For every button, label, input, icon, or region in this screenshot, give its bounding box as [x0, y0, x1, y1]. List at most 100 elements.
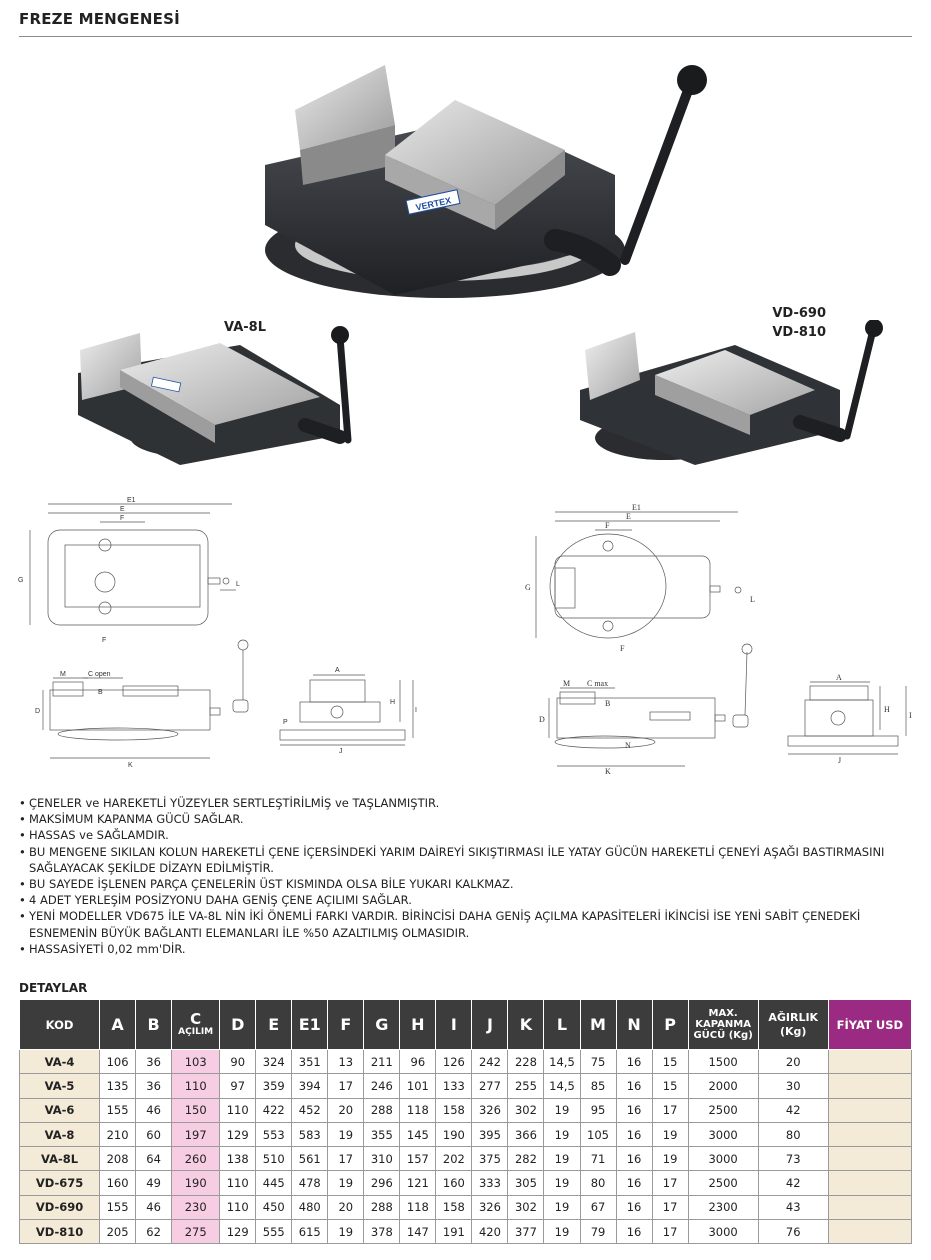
col-header-max-force-2: KAPANMA [695, 1019, 751, 1030]
col-header-weight-2: (Kg) [779, 1024, 807, 1038]
table-cell: 246 [363, 1073, 401, 1099]
table-cell: 147 [399, 1219, 437, 1245]
table-cell: 445 [255, 1170, 293, 1196]
table-cell-price [827, 1219, 913, 1245]
table-cell: 129 [219, 1219, 257, 1245]
table-cell: 288 [363, 1194, 401, 1221]
col-header-c-letter: C [190, 1009, 202, 1028]
table-cell: 67 [579, 1194, 617, 1221]
dim-i-right: I [909, 711, 912, 720]
dim-e1-right: E1 [632, 503, 641, 512]
vise-photo-vd [575, 319, 885, 470]
model-label-vd690: VD-690 [772, 306, 826, 321]
table-cell-price [827, 1097, 913, 1123]
table-cell: 145 [399, 1121, 437, 1148]
table-cell: 133 [435, 1073, 473, 1099]
table-cell: 452 [291, 1097, 329, 1123]
table-cell: 105 [579, 1121, 617, 1148]
table-cell: 19 [327, 1219, 365, 1245]
table-cell: 19 [543, 1097, 581, 1123]
col-header-m: M [579, 999, 617, 1050]
table-cell: 16 [615, 1170, 653, 1196]
table-cell: 205 [99, 1219, 137, 1245]
table-cell: 101 [399, 1073, 437, 1099]
table-cell: 15 [651, 1073, 689, 1099]
table-cell: 19 [543, 1146, 581, 1172]
table-cell: 478 [291, 1170, 329, 1196]
drawing-front-view-left: A H I J P [265, 660, 425, 760]
table-cell: 375 [471, 1146, 509, 1172]
col-header-k: K [507, 999, 545, 1050]
dim-c-open: C open [88, 671, 111, 678]
col-header-n: N [615, 999, 653, 1050]
table-cell: 158 [435, 1194, 473, 1221]
table-cell: 14,5 [543, 1073, 581, 1099]
dim-e-right: E [626, 512, 631, 521]
dim-f-bottom: F [102, 637, 106, 644]
table-cell: 555 [255, 1219, 293, 1245]
dim-a-left: A [335, 667, 340, 674]
table-cell: 288 [363, 1097, 401, 1123]
table-cell: 282 [507, 1146, 545, 1172]
table-cell: 30 [757, 1073, 829, 1099]
table-cell: 17 [327, 1146, 365, 1172]
table-cell: 228 [507, 1048, 545, 1075]
dim-l-right: L [750, 595, 755, 604]
table-cell-c: 275 [171, 1219, 221, 1245]
col-header-b: B [135, 999, 173, 1050]
table-cell: 118 [399, 1097, 437, 1123]
table-cell: 351 [291, 1048, 329, 1075]
col-header-max-force-3: GÜCÜ (Kg) [693, 1030, 753, 1041]
table-cell: 158 [435, 1097, 473, 1123]
dim-j-left: J [339, 748, 343, 755]
table-cell-c: 110 [171, 1073, 221, 1099]
table-cell: 64 [135, 1146, 173, 1172]
table-cell: 20 [327, 1194, 365, 1221]
table-cell: 17 [327, 1073, 365, 1099]
table-cell: 106 [99, 1048, 137, 1075]
feature-item: BU MENGENE SIKILAN KOLUN HAREKETLİ ÇENE … [19, 844, 909, 876]
dim-e1: E1 [127, 497, 136, 504]
specs-table: KOD A B C AÇILIM D E E1 F G H I J K L M … [18, 999, 913, 1245]
dim-k-left: K [128, 762, 133, 769]
table-cell-price [827, 1121, 913, 1148]
table-cell: 302 [507, 1194, 545, 1221]
table-cell-code: VA-5 [18, 1073, 101, 1099]
table-cell: 110 [219, 1170, 257, 1196]
model-label-vd810: VD-810 [772, 325, 826, 340]
table-cell: 80 [757, 1121, 829, 1148]
table-cell: 242 [471, 1048, 509, 1075]
table-cell: 326 [471, 1194, 509, 1221]
title-divider [19, 36, 912, 37]
col-header-price: FİYAT USD [827, 999, 913, 1050]
col-header-d: D [219, 999, 257, 1050]
table-cell: 561 [291, 1146, 329, 1172]
table-cell: 71 [579, 1146, 617, 1172]
table-cell: 19 [543, 1219, 581, 1245]
table-cell: 3000 [687, 1146, 759, 1172]
table-cell: 126 [435, 1048, 473, 1075]
table-cell: 73 [757, 1146, 829, 1172]
model-label-va8l: VA-8L [224, 320, 266, 335]
table-cell: 42 [757, 1170, 829, 1196]
dim-f-right-bottom: F [620, 644, 625, 653]
table-cell: 36 [135, 1073, 173, 1099]
dim-j-right: J [838, 756, 841, 765]
col-header-a: A [99, 999, 137, 1050]
col-header-l: L [543, 999, 581, 1050]
table-cell: 615 [291, 1219, 329, 1245]
dim-f-right-top: F [605, 521, 610, 530]
dim-l: L [236, 581, 240, 588]
table-cell-c: 230 [171, 1194, 221, 1221]
table-cell-code: VD-810 [18, 1219, 101, 1245]
col-header-p: P [651, 999, 689, 1050]
table-cell: 3000 [687, 1121, 759, 1148]
table-cell: 13 [327, 1048, 365, 1075]
table-cell: 95 [579, 1097, 617, 1123]
table-cell: 326 [471, 1097, 509, 1123]
table-cell: 138 [219, 1146, 257, 1172]
table-cell-price [827, 1073, 913, 1099]
